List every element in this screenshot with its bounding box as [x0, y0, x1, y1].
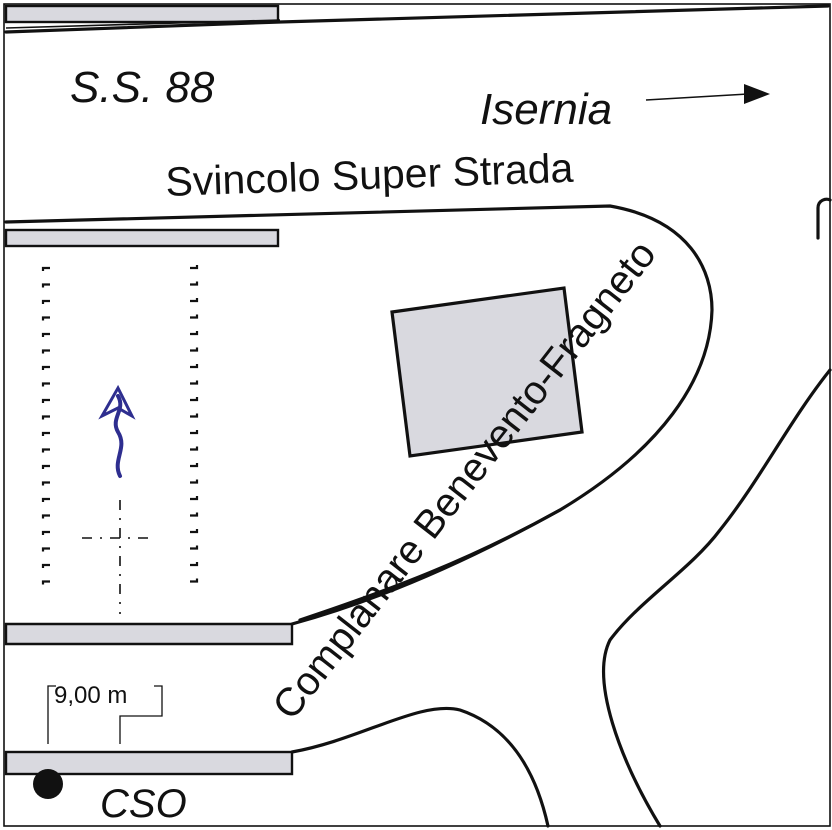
parking-tick: [41, 415, 50, 420]
parking-tick: [41, 497, 50, 502]
parking-tick: [41, 514, 50, 519]
parking-tick: [190, 545, 199, 550]
parking-tick: [41, 299, 50, 304]
parking-ticks-right: [190, 265, 199, 583]
parking-tick: [190, 578, 199, 583]
parking-tick: [41, 316, 50, 321]
ss88-upper-edge-inner: [5, 19, 281, 29]
parking-tick: [41, 382, 50, 387]
parking-tick: [41, 580, 50, 585]
parking-tick: [41, 266, 50, 271]
dimension-marker: [47, 685, 163, 744]
parking-tick: [190, 446, 199, 451]
ss88-upper-edge: [4, 4, 830, 34]
parking-tick: [190, 314, 199, 319]
parking-tick: [41, 563, 50, 568]
parking-tick: [41, 349, 50, 354]
parking-tick: [190, 265, 199, 270]
road-curb-lower: [4, 622, 294, 646]
parking-tick: [41, 398, 50, 403]
parking-tick: [190, 397, 199, 402]
parking-tick: [190, 479, 199, 484]
parking-tick: [41, 332, 50, 337]
parking-tick: [190, 380, 199, 385]
parking-ticks-left: [41, 266, 50, 585]
parking-tick: [41, 431, 50, 436]
parking-tick: [41, 481, 50, 486]
dimension-label: 9,00 m: [54, 682, 127, 709]
parking-tick: [41, 530, 50, 535]
complanare-outer-edge-fragment: [816, 197, 832, 240]
ss88-label: S.S. 88: [70, 63, 215, 112]
building: [390, 286, 584, 458]
parking-tick: [190, 529, 199, 534]
parking-tick: [41, 365, 50, 370]
parking-tick: [190, 298, 199, 303]
parking-tick: [41, 448, 50, 453]
parking-tick: [190, 562, 199, 567]
cso-road-edge: [290, 706, 550, 828]
parking-tick: [190, 512, 199, 517]
road-curb-middle: [4, 228, 280, 248]
svincolo-lower-edge: [4, 204, 714, 622]
parking-tick: [190, 281, 199, 286]
parking-tick: [190, 413, 199, 418]
filled-circle-icon: [33, 769, 63, 799]
complanare-inner-edge: [602, 368, 832, 828]
road-curb-bottom: [4, 750, 294, 776]
parking-tick: [41, 547, 50, 552]
parking-tick: [190, 347, 199, 352]
flow-arrow-icon: [98, 384, 136, 478]
road-curb-top: [4, 4, 280, 24]
parking-tick: [190, 430, 199, 435]
parking-tick: [190, 496, 199, 501]
arrow-right-icon: [645, 84, 770, 104]
cso-label: CSO: [100, 782, 187, 826]
parking-tick: [41, 464, 50, 469]
parking-tick: [190, 364, 199, 369]
parking-tick: [190, 331, 199, 336]
parking-tick: [190, 463, 199, 468]
isernia-label: Isernia: [480, 85, 612, 134]
lower-road-edge: [290, 508, 562, 626]
parking-tick: [41, 283, 50, 288]
